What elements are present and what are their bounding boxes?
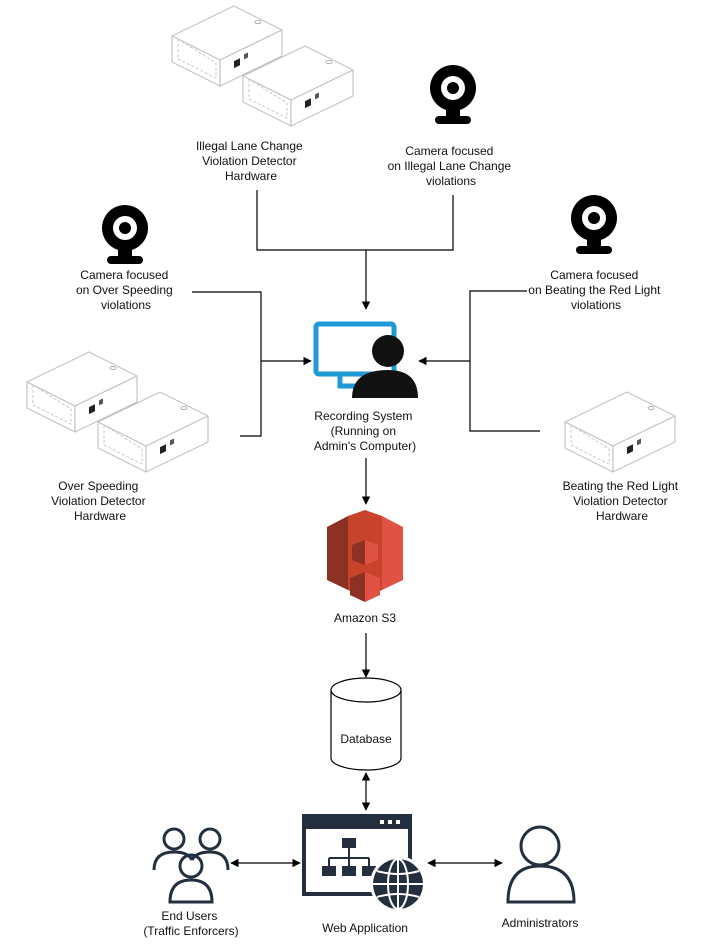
web-app-node: Web Application bbox=[302, 814, 426, 935]
lane-hardware-node: Illegal Lane Change Violation Detector H… bbox=[171, 5, 354, 183]
edge-redlight-camera-to-recording bbox=[469, 290, 527, 361]
hardware-box-icon bbox=[564, 391, 676, 473]
redlight-camera-label: Camera focused on Beating the Red Light … bbox=[528, 268, 663, 312]
lane-camera-label: Camera focused on Illegal Lane Change vi… bbox=[388, 144, 515, 188]
admins-node: Administrators bbox=[502, 825, 579, 930]
s3-label: Amazon S3 bbox=[334, 611, 396, 625]
edge-lane-hardware-to-recording bbox=[256, 190, 366, 251]
edge-lane-camera-to-recording bbox=[366, 195, 454, 251]
speed-hardware-node: Over Speeding Violation Detector Hardwar… bbox=[26, 351, 209, 523]
connectors bbox=[192, 190, 540, 868]
users-group-icon bbox=[152, 827, 230, 904]
lane-camera-node: Camera focused on Illegal Lane Change vi… bbox=[388, 65, 515, 188]
webcam-icon bbox=[571, 195, 617, 254]
database-label: Database bbox=[340, 732, 392, 746]
speed-camera-label: Camera focused on Over Speeding violatio… bbox=[76, 268, 176, 312]
database-cylinder-icon bbox=[330, 677, 402, 771]
admins-label: Administrators bbox=[502, 916, 579, 930]
redlight-hardware-label: Beating the Red Light Violation Detector… bbox=[563, 479, 682, 523]
redlight-camera-node: Camera focused on Beating the Red Light … bbox=[528, 195, 663, 312]
recording-system-label: Recording System (Running on Admin's Com… bbox=[314, 409, 416, 453]
user-icon bbox=[506, 825, 576, 904]
speed-hardware-label: Over Speeding Violation Detector Hardwar… bbox=[51, 479, 149, 523]
end-users-node: End Users (Traffic Enforcers) bbox=[143, 827, 239, 938]
edge-redlight-hardware-to-recording bbox=[469, 361, 540, 432]
recording-system-node: Recording System (Running on Admin's Com… bbox=[313, 321, 418, 453]
edge-speed-camera-to-recording bbox=[192, 291, 262, 361]
s3-node: Amazon S3 bbox=[327, 510, 403, 625]
webcam-icon bbox=[430, 65, 476, 124]
speed-camera-node: Camera focused on Over Speeding violatio… bbox=[76, 205, 176, 312]
amazon-s3-bucket-icon bbox=[327, 510, 403, 602]
hardware-box-icon bbox=[26, 351, 209, 473]
redlight-hardware-node: Beating the Red Light Violation Detector… bbox=[563, 391, 682, 523]
database-node: Database bbox=[330, 677, 402, 771]
hardware-box-icon bbox=[171, 5, 354, 127]
web-application-icon bbox=[302, 814, 426, 912]
edge-speed-hardware-to-recording bbox=[240, 361, 262, 437]
web-app-label: Web Application bbox=[322, 921, 408, 935]
end-users-label: End Users (Traffic Enforcers) bbox=[143, 909, 238, 938]
lane-hardware-label: Illegal Lane Change Violation Detector H… bbox=[196, 139, 306, 183]
webcam-icon bbox=[102, 205, 148, 264]
computer-user-icon bbox=[313, 321, 418, 398]
